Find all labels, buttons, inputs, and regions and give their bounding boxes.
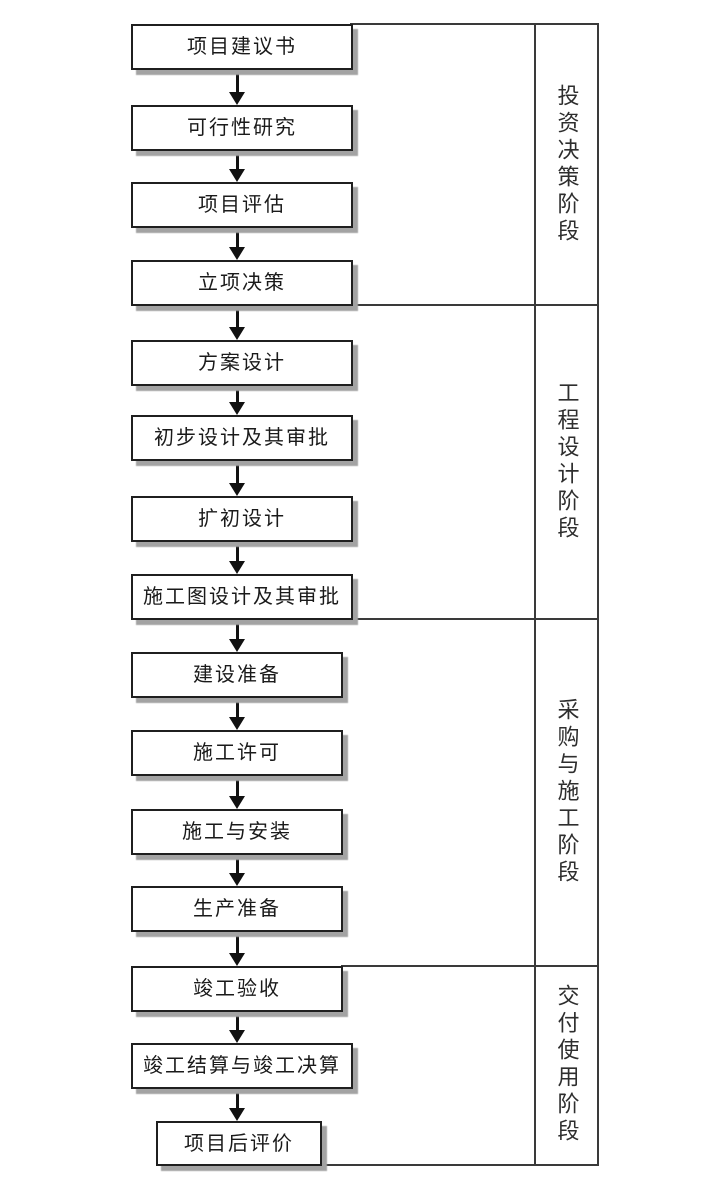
- flow-step-construction-installation: 施工与安装: [131, 809, 343, 855]
- arrow-shaft: [235, 1012, 239, 1030]
- arrow-shaft: [235, 620, 239, 639]
- phase-label-text: 采购与施工阶段: [554, 697, 580, 887]
- arrow-down-icon: [229, 932, 245, 966]
- arrow-down-icon: [229, 461, 245, 496]
- flow-step-label: 立项决策: [198, 272, 286, 294]
- arrow-shaft: [235, 228, 239, 247]
- flow-step-completion-settlement-final-accounts: 竣工结算与竣工决算: [131, 1043, 353, 1089]
- flow-step-label: 项目后评价: [184, 1132, 294, 1155]
- arrow-head: [229, 327, 245, 340]
- arrow-shaft: [235, 1089, 239, 1108]
- phase-divider-line-1: [350, 304, 599, 306]
- arrow-down-icon: [229, 1012, 245, 1043]
- arrow-shaft: [235, 855, 239, 873]
- flow-step-label: 竣工验收: [193, 978, 281, 1000]
- flow-step-construction-preparation: 建设准备: [131, 652, 343, 698]
- flow-step-label: 生产准备: [193, 898, 281, 920]
- flow-step-label: 竣工结算与竣工决算: [143, 1055, 341, 1077]
- phase-label-text: 工程设计阶段: [554, 381, 580, 543]
- arrow-shaft: [235, 151, 239, 169]
- phase-column-right-border: [597, 23, 599, 1166]
- phase-top-line: [350, 23, 599, 25]
- arrow-down-icon: [229, 1089, 245, 1121]
- arrow-head: [229, 483, 245, 496]
- flow-step-project-proposal: 项目建议书: [131, 24, 353, 70]
- arrow-down-icon: [229, 620, 245, 652]
- flow-step-feasibility-study: 可行性研究: [131, 105, 353, 151]
- arrow-head: [229, 1108, 245, 1121]
- arrow-down-icon: [229, 151, 245, 182]
- arrow-down-icon: [229, 228, 245, 260]
- arrow-head: [229, 796, 245, 809]
- flow-step-label: 项目建议书: [187, 36, 297, 58]
- flow-step-label: 可行性研究: [187, 117, 297, 139]
- arrow-down-icon: [229, 386, 245, 415]
- arrow-head: [229, 1030, 245, 1043]
- arrow-shaft: [235, 386, 239, 402]
- arrow-head: [229, 247, 245, 260]
- arrow-down-icon: [229, 70, 245, 105]
- phase-label-text: 投资决策阶段: [554, 84, 580, 246]
- arrow-shaft: [235, 70, 239, 92]
- arrow-head: [229, 402, 245, 415]
- arrow-head: [229, 561, 245, 574]
- flow-step-schematic-design: 方案设计: [131, 340, 353, 386]
- flow-step-post-project-evaluation: 项目后评价: [156, 1121, 322, 1166]
- flow-step-label: 施工许可: [193, 742, 281, 764]
- flow-step-label: 方案设计: [198, 352, 286, 374]
- arrow-down-icon: [229, 306, 245, 340]
- flow-step-construction-drawing-design-approval: 施工图设计及其审批: [131, 574, 353, 620]
- flow-step-label: 初步设计及其审批: [154, 427, 330, 449]
- arrow-head: [229, 169, 245, 182]
- flow-step-project-evaluation: 项目评估: [131, 182, 353, 228]
- flow-step-label: 施工图设计及其审批: [143, 586, 341, 608]
- flow-step-expanded-preliminary-design: 扩初设计: [131, 496, 353, 542]
- phase-column-left-border: [534, 23, 536, 1166]
- flow-step-construction-permit: 施工许可: [131, 730, 343, 776]
- flow-step-completion-acceptance: 竣工验收: [131, 966, 343, 1012]
- arrow-down-icon: [229, 698, 245, 730]
- arrow-shaft: [235, 306, 239, 327]
- phase-divider-line-2: [350, 618, 599, 620]
- flow-step-label: 施工与安装: [182, 821, 292, 843]
- phase-label-delivery-use: 交付使用阶段: [536, 966, 597, 1164]
- arrow-shaft: [235, 461, 239, 483]
- flow-step-project-approval-decision: 立项决策: [131, 260, 353, 306]
- flow-step-preliminary-design-approval: 初步设计及其审批: [131, 415, 353, 461]
- arrow-head: [229, 92, 245, 105]
- flow-step-production-preparation: 生产准备: [131, 886, 343, 932]
- arrow-down-icon: [229, 855, 245, 886]
- arrow-head: [229, 873, 245, 886]
- arrow-down-icon: [229, 776, 245, 809]
- arrow-shaft: [235, 542, 239, 561]
- phase-label-investment-decision: 投资决策阶段: [536, 24, 597, 306]
- flow-step-label: 建设准备: [193, 664, 281, 686]
- phase-bottom-line: [156, 1164, 599, 1166]
- arrow-down-icon: [229, 542, 245, 574]
- arrow-head: [229, 953, 245, 966]
- phase-label-text: 交付使用阶段: [554, 984, 580, 1146]
- phase-divider-line-3: [341, 965, 599, 967]
- phase-label-procurement-construction: 采购与施工阶段: [536, 618, 597, 966]
- arrow-head: [229, 639, 245, 652]
- arrow-shaft: [235, 776, 239, 796]
- arrow-shaft: [235, 698, 239, 717]
- flow-step-label: 项目评估: [198, 194, 286, 216]
- arrow-head: [229, 717, 245, 730]
- flow-step-label: 扩初设计: [198, 508, 286, 530]
- phase-label-engineering-design: 工程设计阶段: [536, 306, 597, 618]
- arrow-shaft: [235, 932, 239, 953]
